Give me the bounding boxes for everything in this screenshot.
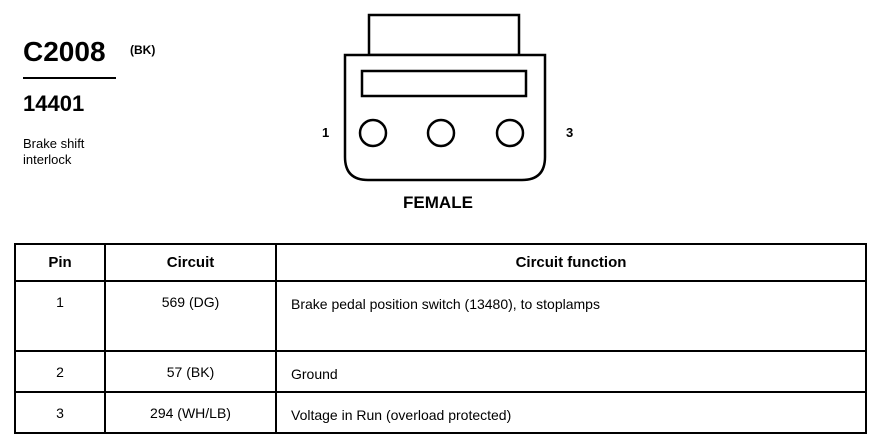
connector-latch	[367, 13, 521, 57]
pinout-table: Pin Circuit Circuit function 1 569 (DG) …	[14, 243, 867, 434]
table-row: 3 294 (WH/LB) Voltage in Run (overload p…	[14, 391, 867, 434]
connector-face-diagram	[343, 13, 547, 182]
cell-pin: 3	[14, 391, 106, 434]
pin-cavity-3	[495, 118, 525, 148]
pin-label-right: 3	[566, 125, 574, 140]
cell-circuit: 569 (DG)	[104, 280, 277, 352]
part-number: 14401	[23, 91, 85, 116]
pin-cavity-2	[426, 118, 456, 148]
pin-label-left: 1	[322, 125, 330, 140]
connector-gender-label: FEMALE	[403, 193, 473, 212]
cell-circuit-function: Ground	[275, 350, 867, 393]
cell-circuit: 294 (WH/LB)	[104, 391, 277, 434]
cell-pin: 2	[14, 350, 106, 393]
connector-id-underline	[23, 77, 116, 79]
header-pin: Pin	[14, 243, 106, 282]
connector-color: (BK)	[130, 43, 156, 57]
header-circuit: Circuit	[104, 243, 277, 282]
table-row: 2 57 (BK) Ground	[14, 350, 867, 393]
table-row: 1 569 (DG) Brake pedal position switch (…	[14, 280, 867, 352]
connector-id: C2008	[23, 36, 106, 67]
header-circuit-function: Circuit function	[275, 243, 867, 282]
connector-description: Brake shift interlock	[23, 136, 85, 167]
cell-circuit-function: Voltage in Run (overload protected)	[275, 391, 867, 434]
pin-cavity-1	[358, 118, 388, 148]
connector-key-slot	[360, 69, 528, 98]
cell-circuit: 57 (BK)	[104, 350, 277, 393]
cell-circuit-function: Brake pedal position switch (13480), to …	[275, 280, 867, 352]
cell-pin: 1	[14, 280, 106, 352]
table-header-row: Pin Circuit Circuit function	[14, 243, 867, 282]
